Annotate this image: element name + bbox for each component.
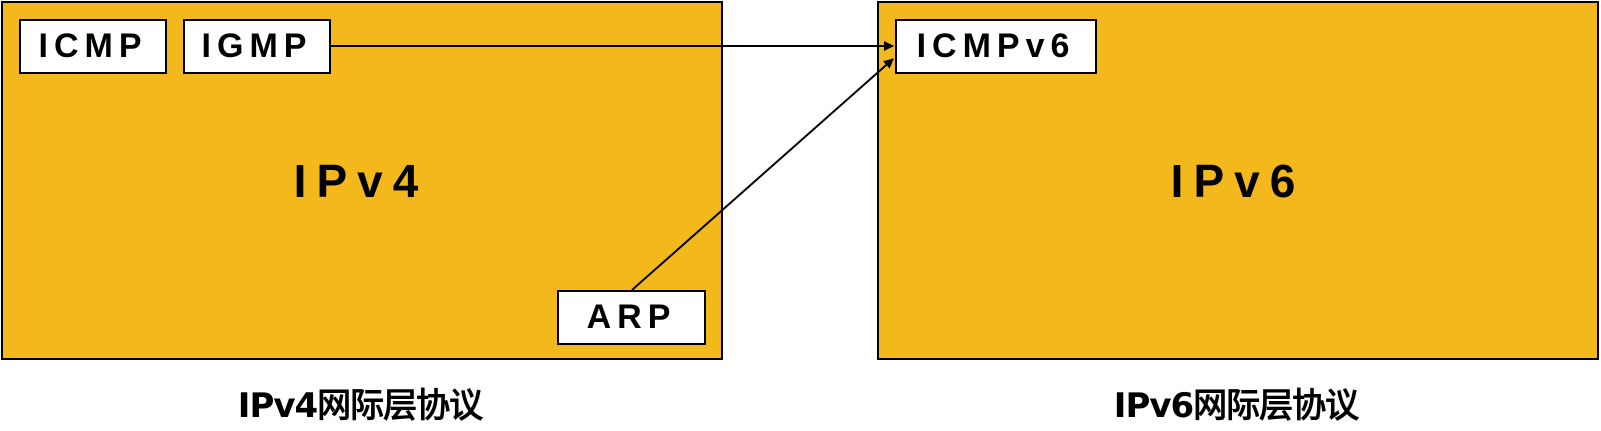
- arp-box: ARP: [557, 290, 706, 345]
- ipv4-center-label: IPv4: [293, 155, 429, 207]
- icmp-box: ICMP: [19, 19, 167, 74]
- igmp-box: IGMP: [183, 19, 331, 74]
- ipv6-center-label: IPv6: [1170, 155, 1306, 207]
- ipv4-caption: IPv4网际层协议: [237, 386, 483, 426]
- icmpv6-box: ICMPv6: [895, 19, 1097, 74]
- ipv6-caption: IPv6网际层协议: [1113, 386, 1359, 426]
